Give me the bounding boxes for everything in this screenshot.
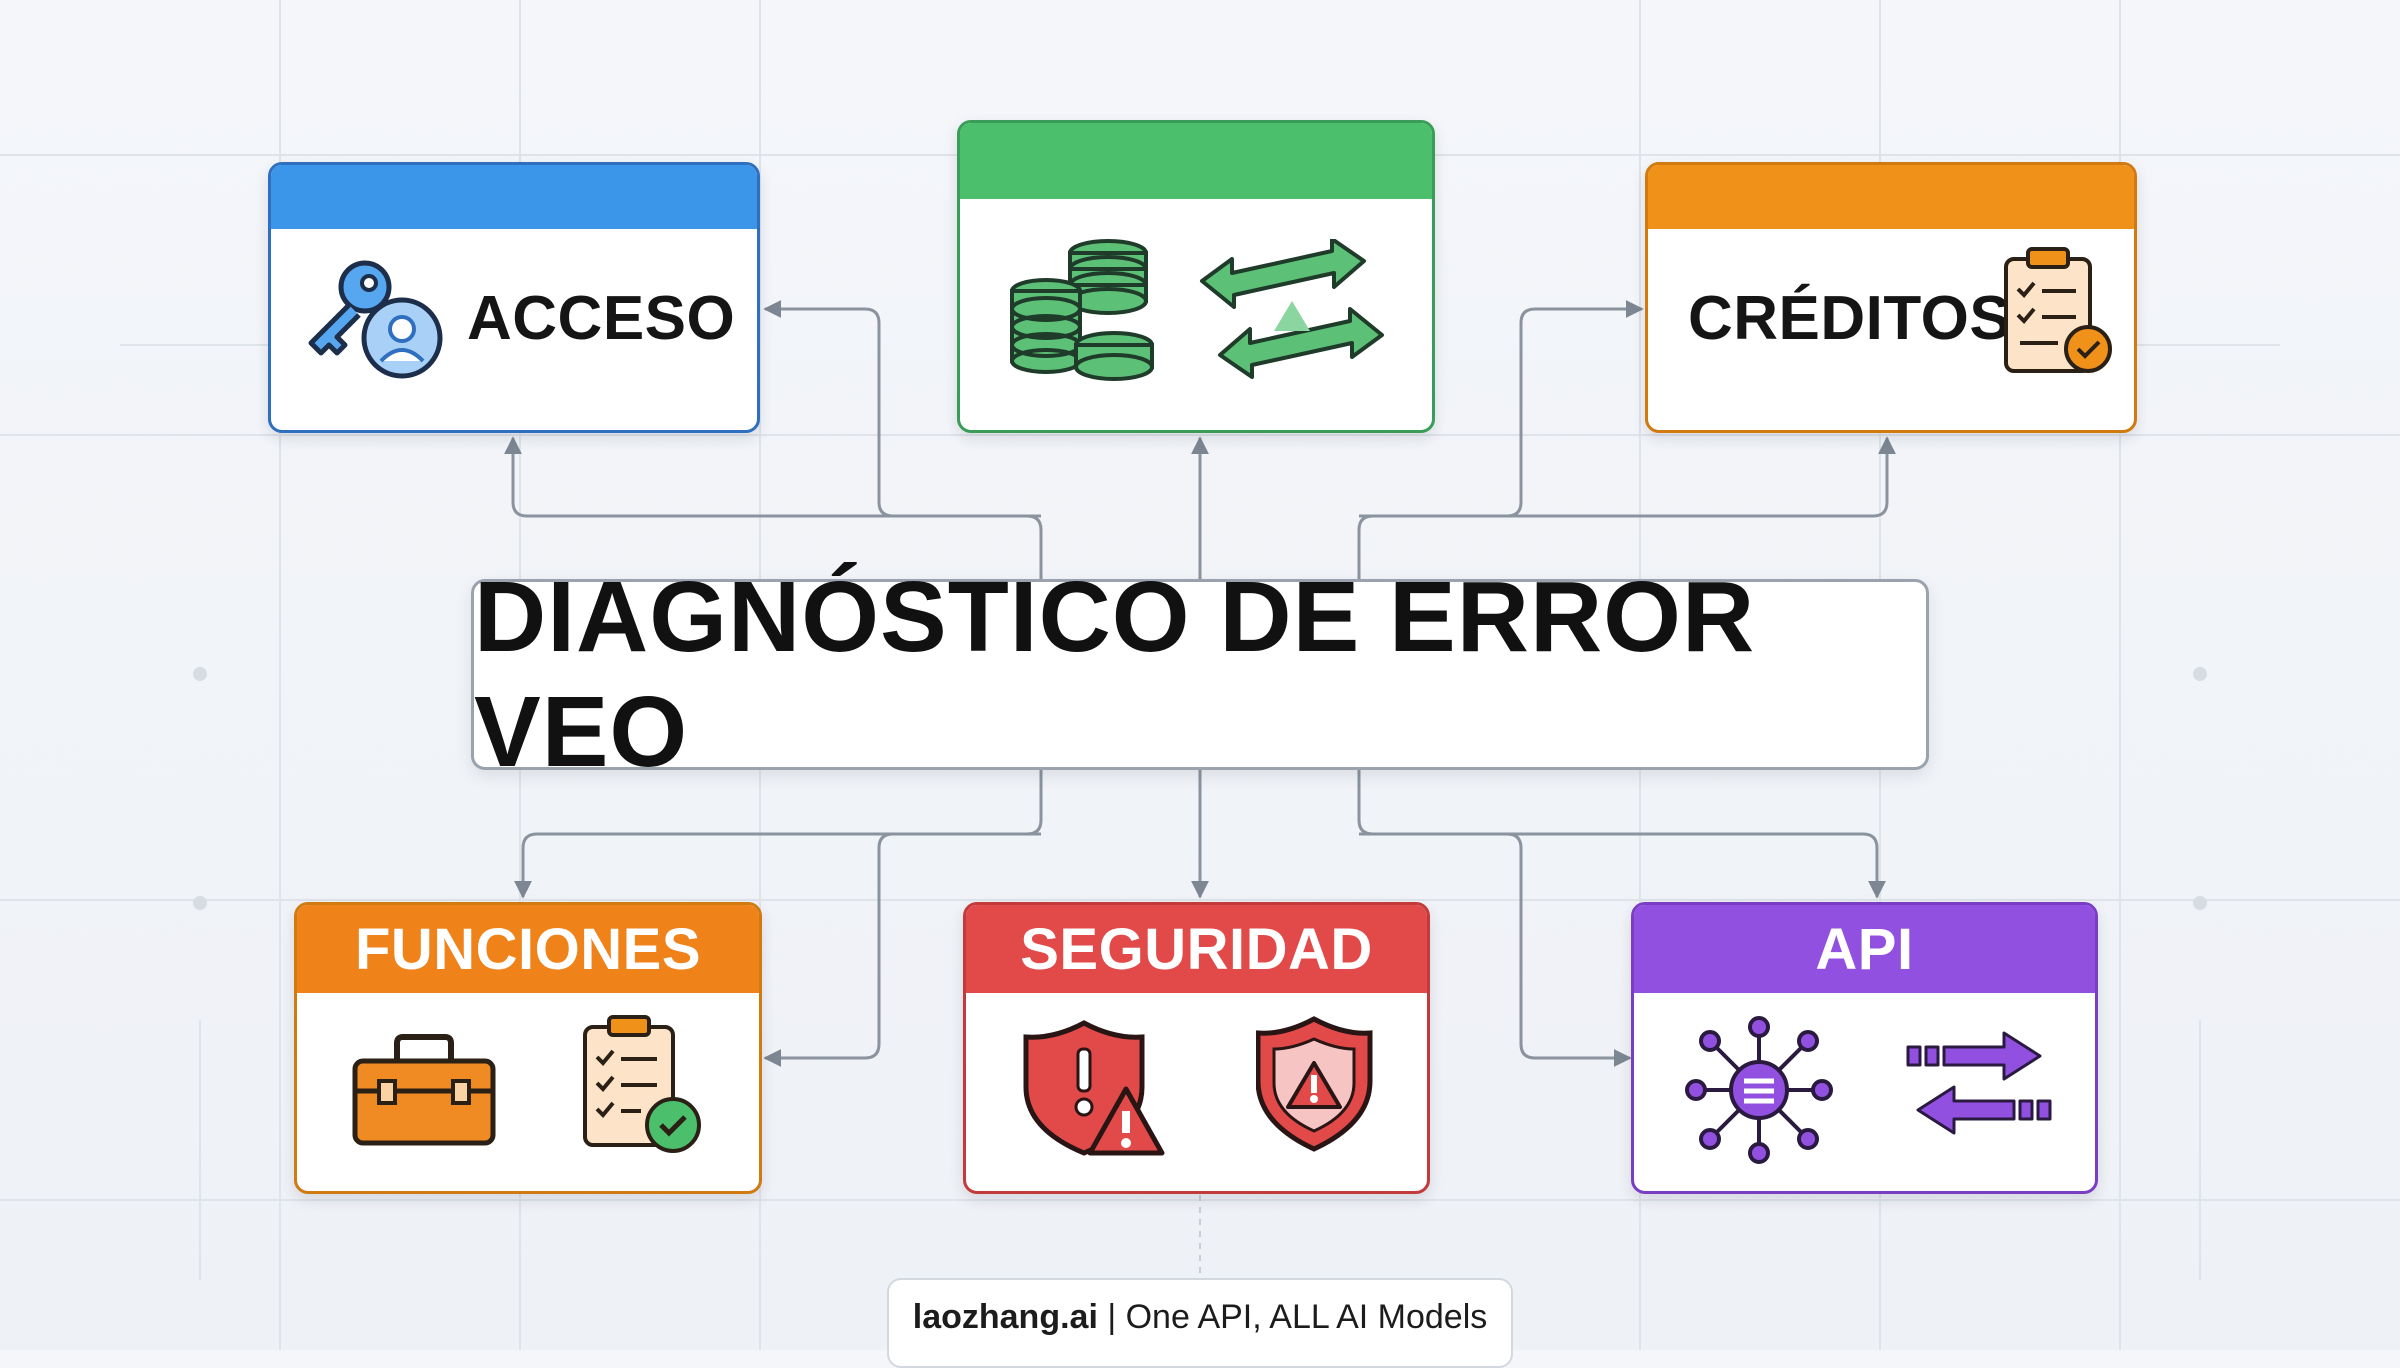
api-card-header: API xyxy=(1634,905,2095,993)
connector-to-creditos-bottom xyxy=(1357,436,1896,579)
connector-to-creditos-left xyxy=(1359,300,1644,518)
connector-to-api-left xyxy=(1359,832,1632,1067)
network-hub-icon xyxy=(1685,1016,1833,1164)
connector-to-acceso-right xyxy=(763,300,1041,518)
funciones-card[interactable]: FUNCIONES xyxy=(294,902,762,1194)
funciones-card-header: FUNCIONES xyxy=(297,905,759,993)
checklist-clipboard-icon xyxy=(2004,247,2112,373)
creditos-card[interactable]: CRÉDITOS xyxy=(1645,162,2137,433)
key-icon xyxy=(308,260,392,356)
connector-to-api-top xyxy=(1357,770,1886,899)
exchange-arrows-icon xyxy=(1200,239,1384,379)
payment-card-header xyxy=(960,123,1432,199)
checklist-clipboard-icon xyxy=(583,1015,701,1153)
user-icon xyxy=(361,297,443,379)
creditos-label: CRÉDITOS xyxy=(1688,284,2012,353)
connector-to-acceso-bottom xyxy=(504,436,1043,579)
footer-badge: laozhang.ai | One API, ALL AI Models xyxy=(887,1278,1513,1368)
page-title: DIAGNÓSTICO DE ERROR VEO xyxy=(474,560,1756,788)
seguridad-card[interactable]: SEGURIDAD xyxy=(963,902,1430,1194)
payment-card[interactable] xyxy=(957,120,1435,433)
api-card[interactable]: API xyxy=(1631,902,2098,1194)
connector-to-funciones-right xyxy=(763,832,1041,1067)
footer-brand: laozhang.ai xyxy=(912,1298,1098,1336)
acceso-label: ACCESO xyxy=(467,284,736,353)
connector-to-funciones-top xyxy=(514,770,1043,899)
acceso-card[interactable]: ACCESO xyxy=(268,162,760,433)
shield-alert-icon xyxy=(1023,1020,1165,1156)
creditos-card-header xyxy=(1648,165,2134,229)
toolbox-icon xyxy=(352,1034,496,1146)
coins-icon xyxy=(1010,239,1154,381)
center-title-box: DIAGNÓSTICO DE ERROR VEO xyxy=(471,561,1929,788)
seguridad-card-header: SEGURIDAD xyxy=(966,905,1427,993)
shield-warning-icon xyxy=(1256,1016,1373,1152)
bidirectional-arrows-icon xyxy=(1906,1031,2052,1135)
acceso-card-header xyxy=(271,165,757,229)
footer-tagline: | One API, ALL AI Models xyxy=(1097,1298,1488,1336)
